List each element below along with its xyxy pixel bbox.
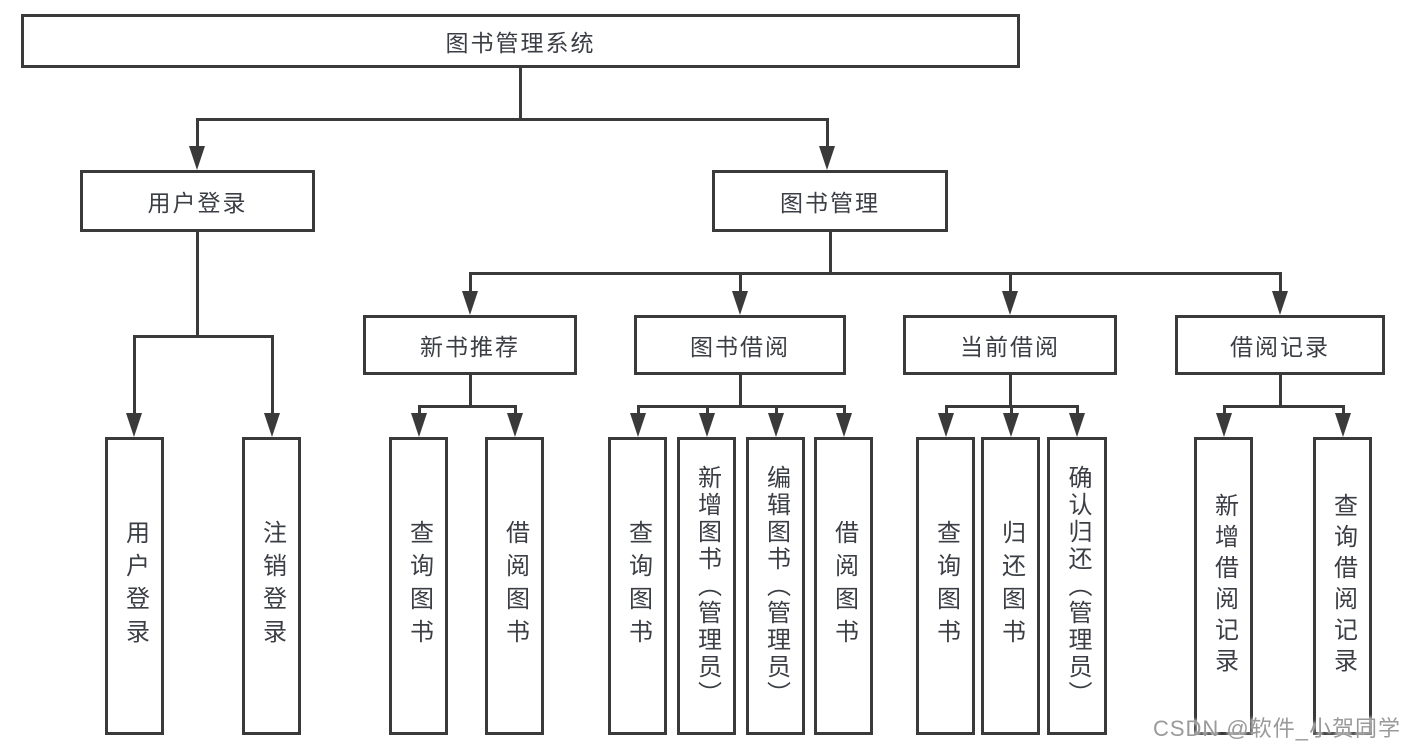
leaf-borrow-books-bb-label: 借阅图书: [830, 520, 858, 652]
connector-stem-book-mgmt: [826, 118, 829, 148]
connector-stem-leaf: [514, 405, 517, 415]
arrow-down-icon: [630, 413, 646, 437]
connector-stem-leaf: [843, 405, 846, 415]
leaf-logout: 注销登录: [242, 437, 301, 735]
leaf-query-books-bb-label: 查询图书: [624, 520, 652, 652]
node-current-borrow-label: 当前借阅: [960, 334, 1060, 360]
node-user-login-label: 用户登录: [147, 190, 248, 216]
leaf-query-borrow-record-label: 查询借阅记录: [1329, 493, 1357, 679]
arrow-down-icon: [819, 146, 835, 170]
connector-borrow-records-drop: [1279, 375, 1282, 408]
leaf-query-books-cb: 查询图书: [916, 437, 975, 735]
node-book-borrow: 图书借阅: [634, 315, 846, 375]
connector-stem-leaf: [637, 405, 640, 415]
leaf-confirm-return-admin-label: 确认归还（管理员）: [1064, 464, 1091, 708]
leaf-borrow-books-rec: 借阅图书: [485, 437, 544, 735]
arrow-down-icon: [126, 413, 142, 437]
node-book-borrow-label: 图书借阅: [690, 334, 790, 360]
connector-borrow-records-bar: [1223, 405, 1345, 408]
leaf-logout-label: 注销登录: [258, 520, 286, 652]
leaf-query-books-cb-label: 查询图书: [932, 520, 960, 652]
connector-stem-borrow-records: [1279, 272, 1282, 294]
leaf-borrow-books-rec-label: 借阅图书: [501, 520, 529, 652]
connector-stem-leaf: [1223, 405, 1226, 415]
node-system-root: 图书管理系统: [21, 14, 1020, 68]
connector-stem-leaf: [418, 405, 421, 415]
node-new-book-rec: 新书推荐: [363, 315, 577, 375]
connector-stem-leaf: [945, 405, 948, 415]
connector-stem-leaf: [706, 405, 709, 415]
arrow-down-icon: [411, 413, 427, 437]
arrow-down-icon: [1069, 413, 1085, 437]
arrow-down-icon: [1216, 413, 1232, 437]
node-new-book-rec-label: 新书推荐: [420, 334, 520, 360]
connector-stem-book-borrow: [739, 272, 742, 294]
node-system-root-label: 图书管理系统: [445, 30, 596, 56]
arrow-down-icon: [1272, 291, 1288, 315]
node-book-mgmt-label: 图书管理: [780, 190, 880, 216]
leaf-add-book-admin: 新增图书（管理员）: [677, 437, 736, 735]
connector-stem-leaf: [775, 405, 778, 415]
connector-book-borrow-bar: [637, 405, 846, 408]
node-current-borrow: 当前借阅: [903, 315, 1117, 375]
connector-new-book-bar: [418, 405, 517, 408]
leaf-edit-book-admin: 编辑图书（管理员）: [746, 437, 805, 735]
connector-stem-user-login: [196, 118, 199, 148]
node-borrow-records: 借阅记录: [1175, 315, 1385, 375]
connector-stem-leaf: [271, 335, 274, 415]
arrow-down-icon: [768, 413, 784, 437]
connector-new-book-drop: [469, 375, 472, 408]
arrow-down-icon: [732, 291, 748, 315]
arrow-down-icon: [189, 146, 205, 170]
connector-root-bar: [196, 118, 829, 121]
leaf-return-book: 归还图书: [981, 437, 1040, 735]
leaf-query-books-rec-label: 查询图书: [405, 520, 433, 652]
connector-user-login-drop: [196, 232, 199, 338]
arrow-down-icon: [1003, 413, 1019, 437]
connector-stem-leaf: [133, 335, 136, 415]
leaf-confirm-return-admin: 确认归还（管理员）: [1047, 437, 1107, 735]
connector-current-borrow-drop: [1009, 375, 1012, 408]
leaf-add-borrow-record: 新增借阅记录: [1194, 437, 1253, 735]
leaf-user-login: 用户登录: [105, 437, 164, 735]
leaf-edit-book-admin-label: 编辑图书（管理员）: [762, 464, 790, 708]
leaf-user-login-label: 用户登录: [121, 520, 149, 652]
arrow-down-icon: [836, 413, 852, 437]
leaf-query-borrow-record: 查询借阅记录: [1313, 437, 1372, 735]
connector-user-login-bar: [133, 335, 274, 338]
leaf-return-book-label: 归还图书: [997, 520, 1025, 652]
connector-stem-new-book: [469, 272, 472, 294]
node-user-login: 用户登录: [80, 170, 315, 232]
arrow-down-icon: [1002, 291, 1018, 315]
leaf-add-borrow-record-label: 新增借阅记录: [1210, 493, 1238, 679]
connector-book-mgmt-bar: [469, 272, 1282, 275]
node-borrow-records-label: 借阅记录: [1230, 334, 1330, 360]
connector-stem-leaf: [1010, 405, 1013, 415]
arrow-down-icon: [507, 413, 523, 437]
arrow-down-icon: [1335, 413, 1351, 437]
arrow-down-icon: [699, 413, 715, 437]
connector-book-mgmt-drop: [829, 232, 832, 274]
connector-root-drop: [519, 68, 522, 120]
connector-stem-leaf: [1076, 405, 1079, 415]
leaf-borrow-books-bb: 借阅图书: [814, 437, 873, 735]
arrow-down-icon: [938, 413, 954, 437]
connector-stem-leaf: [1342, 405, 1345, 415]
arrow-down-icon: [462, 291, 478, 315]
connector-book-borrow-drop: [739, 375, 742, 408]
node-book-mgmt: 图书管理: [712, 170, 948, 232]
leaf-add-book-admin-label: 新增图书（管理员）: [693, 464, 721, 708]
connector-stem-current-borrow: [1009, 272, 1012, 294]
arrow-down-icon: [264, 413, 280, 437]
leaf-query-books-bb: 查询图书: [608, 437, 667, 735]
watermark: CSDN @软件_小贺同学: [1152, 716, 1401, 741]
leaf-query-books-rec: 查询图书: [389, 437, 448, 735]
